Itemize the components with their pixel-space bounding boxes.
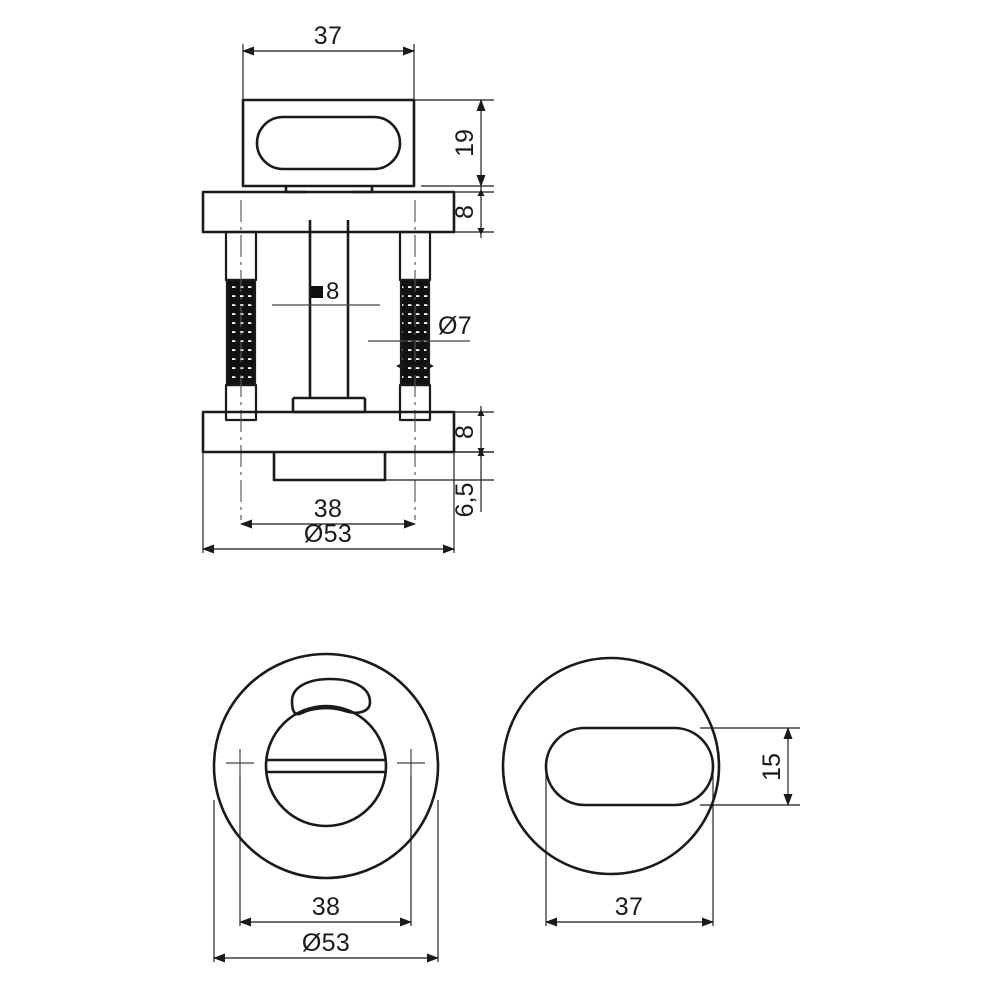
dimension-value-15: 15 <box>758 753 786 781</box>
dimension-fv-rose-diameter-53: Ø53 <box>213 929 439 963</box>
rose-outline-left <box>212 652 440 880</box>
upper-rose-plate <box>201 190 456 234</box>
dimension-value-diameter-53-front: Ø53 <box>302 929 350 957</box>
thumbturn-slot <box>266 758 386 774</box>
screw-crosshair-left <box>226 749 254 777</box>
dimension-value-19: 19 <box>451 129 479 157</box>
dimension-value-diameter-53-side: Ø53 <box>304 520 352 548</box>
dimension-value-37-front: 37 <box>615 893 643 921</box>
rose-outline-right <box>501 656 721 876</box>
dimension-value-lower-8: 8 <box>451 425 479 439</box>
lower-rose-plate <box>201 410 456 454</box>
callout-square-spindle-8: 8 <box>272 278 380 306</box>
view-front-outside: 15 37 <box>501 656 800 927</box>
thumbturn-knob-profile <box>241 98 416 188</box>
lower-boss <box>272 452 387 482</box>
emergency-release-slot <box>290 677 372 716</box>
dimension-value-upper-8: 8 <box>451 205 479 219</box>
oval-recess <box>544 726 715 807</box>
bolt-right <box>398 200 432 520</box>
dimension-knob-height-19: 19 <box>414 99 494 187</box>
thumbturn-knob-circle <box>264 704 388 828</box>
dimension-bolt-centres-38: 38 <box>240 495 416 529</box>
dimension-oval-height-15: 15 <box>700 727 800 806</box>
dimension-value-38-front: 38 <box>312 893 340 921</box>
dimension-fv-bolt-centres-38: 38 <box>239 893 412 927</box>
dimension-value-65: 6,5 <box>451 483 479 518</box>
dimension-upper-rose-8: 8 <box>451 186 494 238</box>
bolt-left <box>224 200 258 520</box>
dimension-value-37-top: 37 <box>314 22 342 50</box>
dimension-lower-rose-8: 8 <box>451 406 494 458</box>
callout-bolt-diameter-7: Ø7 <box>368 312 472 372</box>
dimension-value-38-side: 38 <box>314 495 342 523</box>
dimension-value-square-8: 8 <box>326 278 339 305</box>
square-spindle <box>291 220 367 414</box>
view-side-elevation: 19 8 <box>201 44 494 554</box>
dimension-boss-depth-65: 6,5 <box>385 449 494 517</box>
dimension-rose-diameter-53: Ø53 <box>202 452 455 554</box>
screw-crosshair-right <box>397 749 425 777</box>
dimension-value-diameter-7: Ø7 <box>438 312 472 340</box>
dimension-oval-width-37: 37 <box>545 893 714 927</box>
view-front-thumbturn: 38 Ø53 <box>212 652 440 963</box>
dimension-knob-width-37 <box>242 44 415 104</box>
